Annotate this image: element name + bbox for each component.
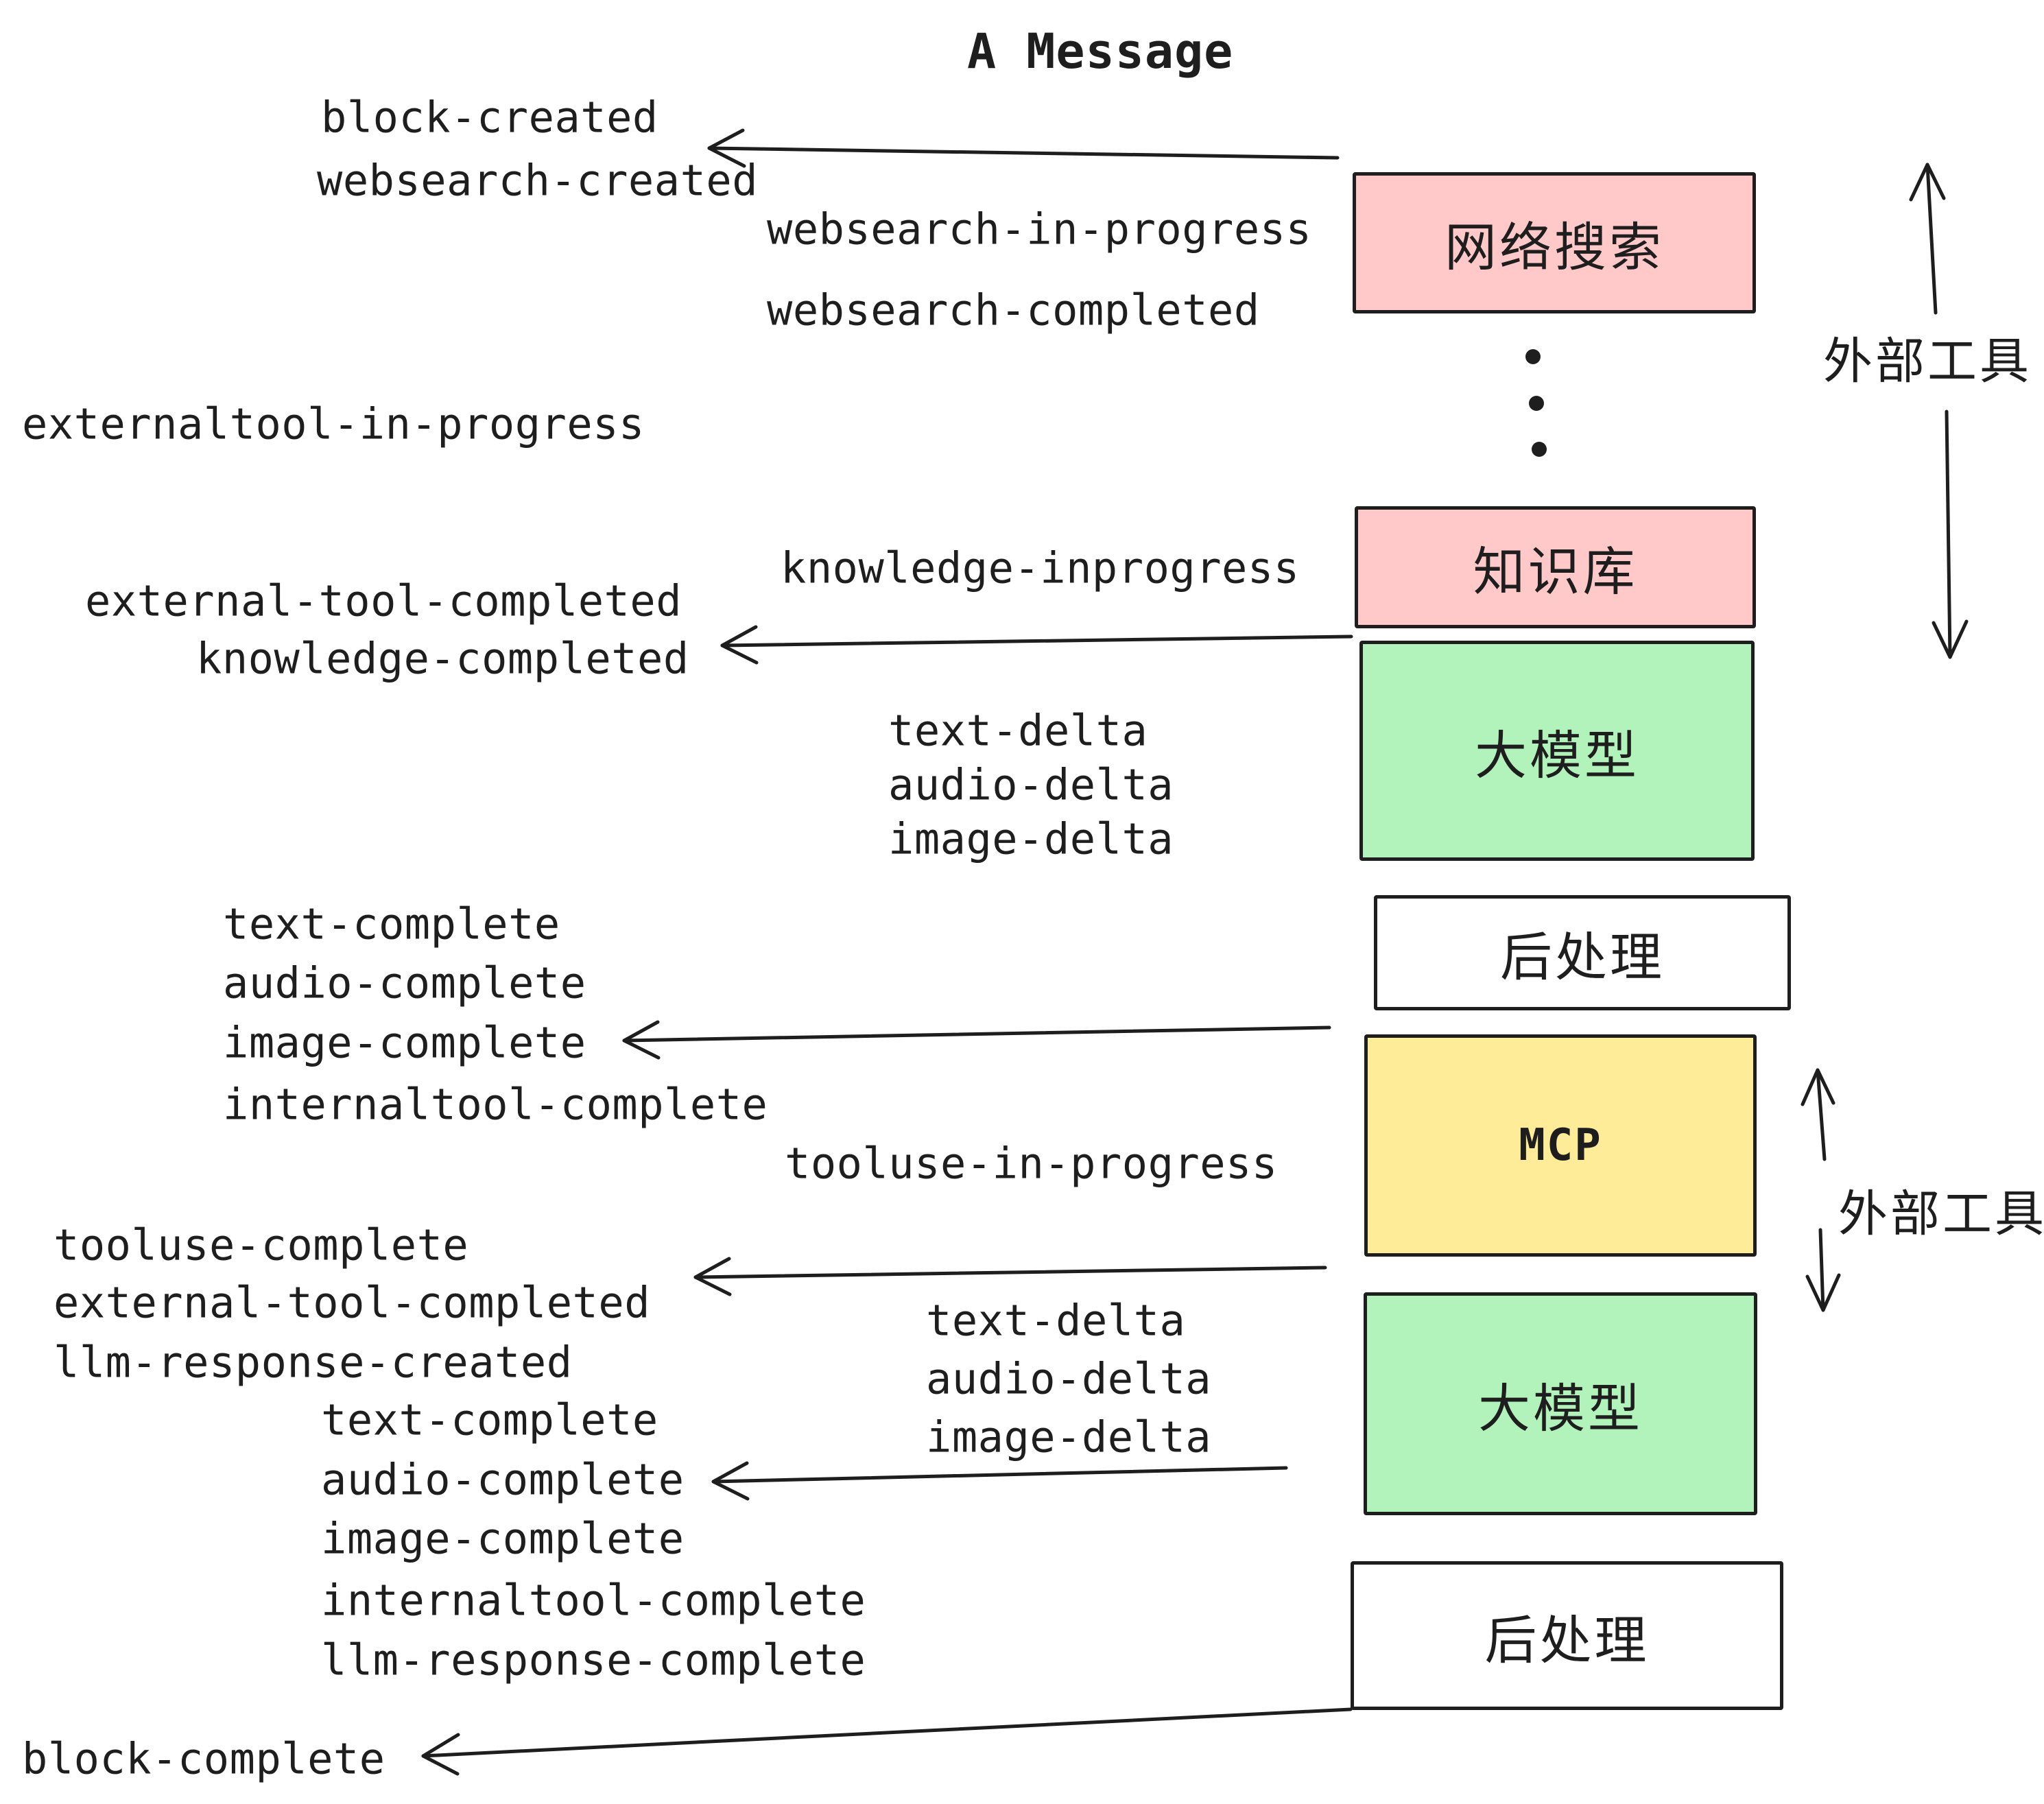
event-label-audio-complete-2: audio-complete [321,1454,685,1505]
box-postprocess-2: 后处理 [1351,1561,1783,1710]
arrow-block-complete [421,1707,1353,1758]
box-websearch: 网络搜索 [1353,172,1756,313]
event-label-text-delta-1: text-delta [888,705,1148,756]
box-websearch-label: 网络搜索 [1445,219,1664,277]
event-label-image-delta-2: image-delta [926,1412,1212,1462]
event-label-internaltool-complete-2: internaltool-complete [321,1575,866,1626]
box-mcp-label: MCP [1519,1120,1602,1171]
event-label-image-complete-2: image-complete [321,1513,685,1564]
arrow-external-tools-up-2-head [1801,1068,1835,1106]
event-label-knowledge-inprogress: knowledge-inprogress [781,543,1300,593]
event-label-tooluse-in-progress: tooluse-in-progress [785,1138,1278,1189]
box-llm-2: 大模型 [1364,1292,1757,1515]
box-llm-2-label: 大模型 [1478,1379,1643,1438]
box-postprocess-1-label: 后处理 [1500,929,1665,987]
arrow-image-complete [622,1025,1331,1043]
vertical-ellipsis-dots [1525,349,1547,457]
side-label-external-tools-1: 外部工具 [1823,334,2032,390]
event-label-block-complete: block-complete [22,1733,385,1784]
event-label-external-tool-completed-1: external-tool-completed [85,575,682,626]
box-postprocess-1: 后处理 [1374,895,1791,1010]
event-label-llm-response-complete: llm-response-complete [321,1635,866,1685]
event-label-text-complete-1: text-complete [223,899,560,949]
event-label-websearch-in-progress: websearch-in-progress [767,204,1312,254]
event-label-websearch-completed: websearch-completed [767,285,1260,335]
arrow-block-complete-head [421,1733,460,1776]
arrow-external-tools-down-1-head [1932,619,1969,659]
event-label-internaltool-complete-1: internaltool-complete [223,1079,768,1130]
event-label-block-created: block-created [321,92,658,143]
arrow-external-tools-up-2 [1816,1068,1827,1161]
event-label-text-complete-2: text-complete [321,1394,658,1445]
arrow-external-tools-down-2-head [1805,1273,1841,1312]
event-label-tooluse-complete: tooluse-complete [54,1220,469,1270]
arrow-knowledge-completed-head [720,625,759,665]
box-llm-1-label: 大模型 [1475,726,1639,785]
arrow-audio-complete-head [711,1461,750,1501]
box-postprocess-2-label: 后处理 [1484,1611,1650,1670]
event-label-text-delta-2: text-delta [926,1295,1186,1346]
box-mcp: MCP [1364,1034,1757,1257]
event-label-image-complete-1: image-complete [223,1017,586,1068]
arrow-knowledge-completed [720,634,1353,648]
event-label-websearch-created: websearch-created [317,155,759,206]
arrow-external-tools-up-1-head [1909,163,1946,202]
arrow-block-created [707,146,1340,160]
arrow-audio-complete [711,1466,1288,1484]
arrow-external-tools-up-1 [1925,163,1938,315]
event-label-audio-delta-1: audio-delta [888,759,1174,810]
arrow-external-tools-down-2 [1818,1228,1825,1312]
box-knowledge-label: 知识库 [1473,543,1638,602]
event-label-external-tool-completed-2: external-tool-completed [54,1277,651,1328]
event-label-image-delta-1: image-delta [888,814,1174,864]
arrow-external-tools-down-1 [1945,410,1952,659]
side-label-external-tools-2: 外部工具 [1838,1187,2044,1242]
event-label-llm-response-created: llm-response-created [54,1337,573,1388]
arrow-tooluse-complete-head [693,1257,732,1296]
event-label-knowledge-completed: knowledge-completed [196,633,689,684]
diagram-title: A Message [967,23,1234,80]
box-llm-1: 大模型 [1359,641,1755,861]
event-label-audio-delta-2: audio-delta [926,1353,1212,1404]
arrow-image-complete-head [622,1020,661,1060]
event-label-externaltool-in-progress: externaltool-in-progress [22,399,645,449]
box-knowledge: 知识库 [1355,506,1756,628]
event-label-audio-complete-1: audio-complete [223,958,586,1008]
arrow-tooluse-complete [693,1266,1327,1279]
